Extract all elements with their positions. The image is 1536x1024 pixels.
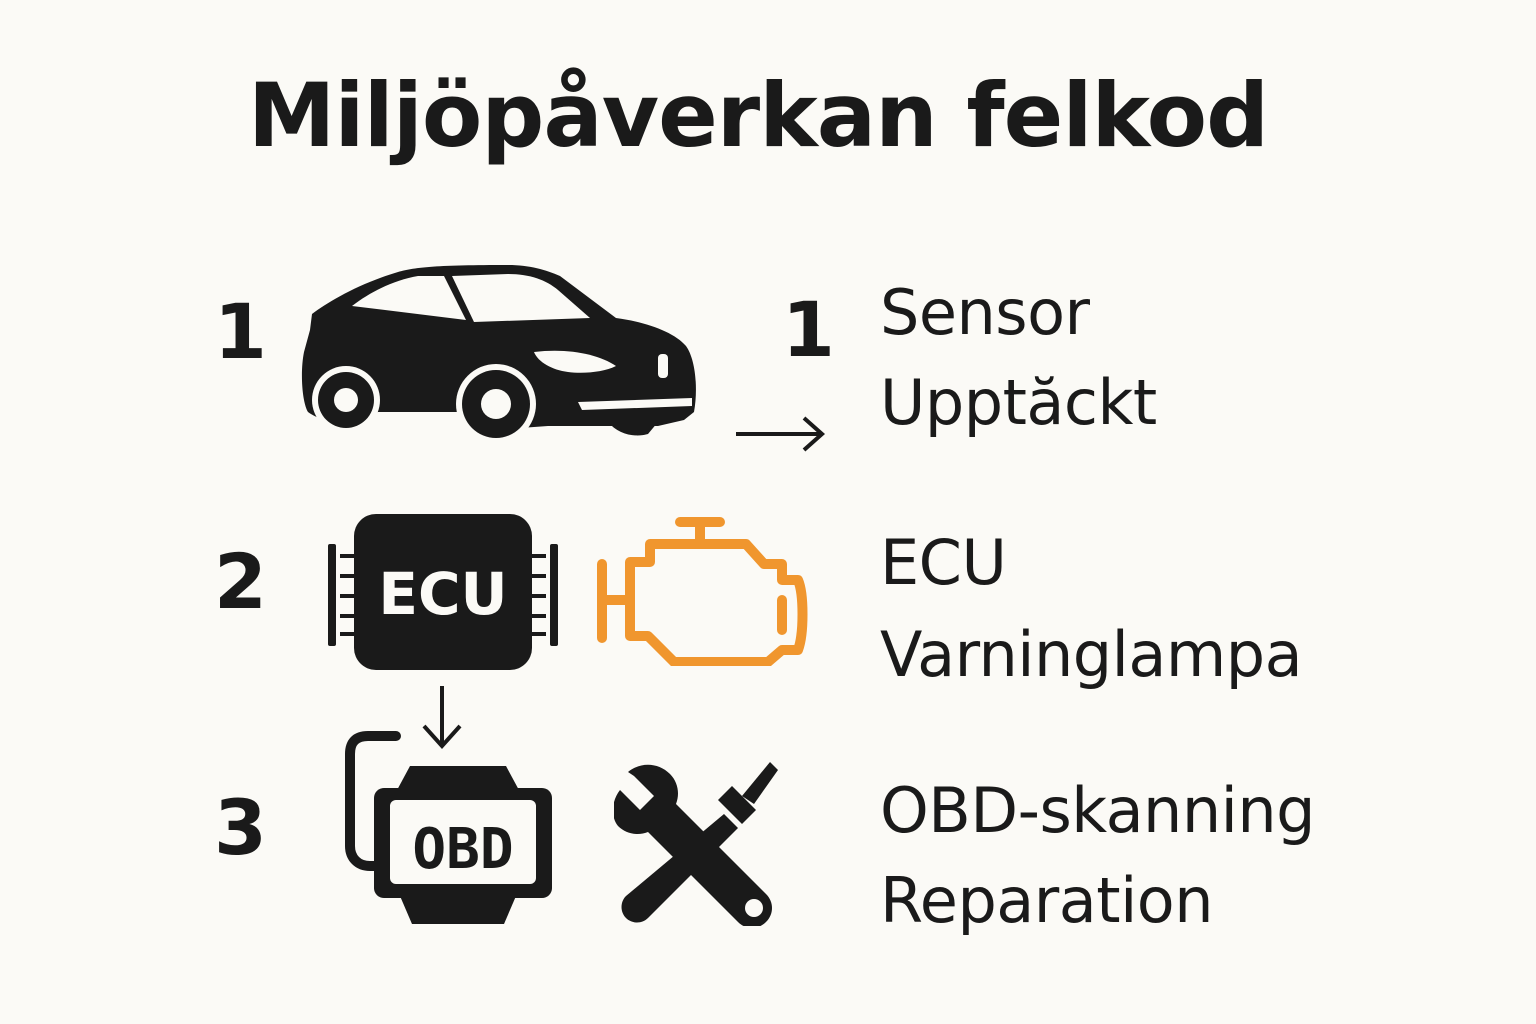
obd-connector-icon: OBD — [345, 731, 552, 924]
obd-connector-text: OBD — [412, 817, 513, 882]
check-engine-icon — [597, 517, 808, 666]
label-upptackt: Upptăckt — [880, 366, 1157, 439]
arrow-down-icon — [422, 686, 462, 749]
label-varninglampa: Varninglampa — [880, 618, 1303, 691]
arrow-right-icon — [736, 416, 826, 452]
label-reparation: Reparation — [880, 864, 1214, 937]
wrench-screwdriver-icon — [614, 762, 778, 926]
step-number-3: 3 — [214, 783, 267, 872]
ecu-chip-icon: ECU — [328, 514, 558, 670]
label-ecu: ECU — [880, 526, 1007, 599]
page-title: Miljöpåverkan felkod — [247, 64, 1269, 167]
car-icon — [301, 265, 696, 444]
step-number-2: 2 — [214, 537, 267, 626]
step-side-number-1: 1 — [782, 285, 835, 374]
label-sensor: Sensor — [880, 276, 1090, 349]
label-obd-skanning: OBD-skanning — [880, 774, 1316, 847]
ecu-chip-text: ECU — [378, 560, 507, 628]
step-number-1: 1 — [214, 287, 267, 376]
